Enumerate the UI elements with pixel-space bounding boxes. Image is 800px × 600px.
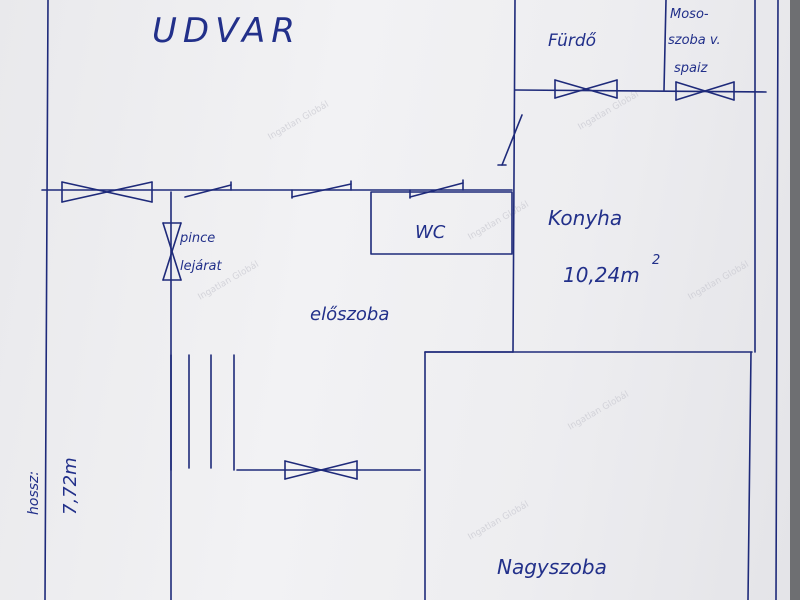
stairs: [170, 354, 235, 471]
laundry-label-line1: Moso-: [670, 7, 709, 22]
window-bathroom: [554, 79, 618, 99]
watermark: Ingatlan Globál: [267, 100, 331, 143]
bathroom-laundry-divider: [663, 0, 667, 91]
window-hallway: [284, 460, 358, 480]
bathroom-kitchen-left-wall: [512, 0, 516, 353]
door-wc: [409, 179, 464, 199]
walls: [41, 0, 779, 600]
kitchen-area-label: 10,24m: [563, 263, 640, 287]
wc-label: WC: [415, 222, 446, 243]
length-label: hossz:: [26, 471, 42, 515]
paper-edge-line: [775, 0, 779, 600]
bathroom-bottom-wall: [514, 89, 767, 93]
windows: [61, 79, 735, 480]
hallway-label: előszoba: [310, 304, 389, 325]
courtyard-label: UDVAR: [152, 11, 301, 51]
kitchen-label: Konyha: [548, 206, 622, 230]
big-room-right-wall: [747, 351, 752, 600]
cellar-label-line1: pince: [179, 231, 215, 246]
laundry-label-line2: szoba v.: [668, 33, 721, 48]
watermark: Ingatlan Globál: [467, 500, 531, 543]
window-cellar: [162, 222, 182, 281]
door-2: [291, 180, 352, 199]
kitchen-area-superscript: 2: [652, 253, 660, 268]
wc-box: [370, 191, 513, 255]
length-value: 7,72m: [60, 457, 81, 515]
big-room-label: Nagyszoba: [497, 555, 607, 579]
watermarks: Ingatlan Globál Ingatlan Globál Ingatlan…: [197, 90, 751, 543]
laundry-label-line3: spaiz: [674, 61, 709, 76]
bathroom-label: Fürdő: [548, 31, 597, 51]
window-laundry: [675, 81, 735, 101]
doors: [184, 114, 523, 199]
left-outer-wall: [44, 0, 49, 600]
watermark: Ingatlan Globál: [567, 390, 631, 433]
door-1: [184, 181, 232, 198]
cellar-label-line2: lejárat: [180, 259, 222, 274]
watermark: Ingatlan Globál: [467, 200, 531, 243]
watermark: Ingatlan Globál: [687, 260, 751, 303]
window-courtyard: [61, 181, 153, 203]
room-labels: UDVAR Fürdő Moso- szoba v. spaiz pince l…: [26, 7, 721, 579]
door-kitchen: [497, 114, 523, 166]
